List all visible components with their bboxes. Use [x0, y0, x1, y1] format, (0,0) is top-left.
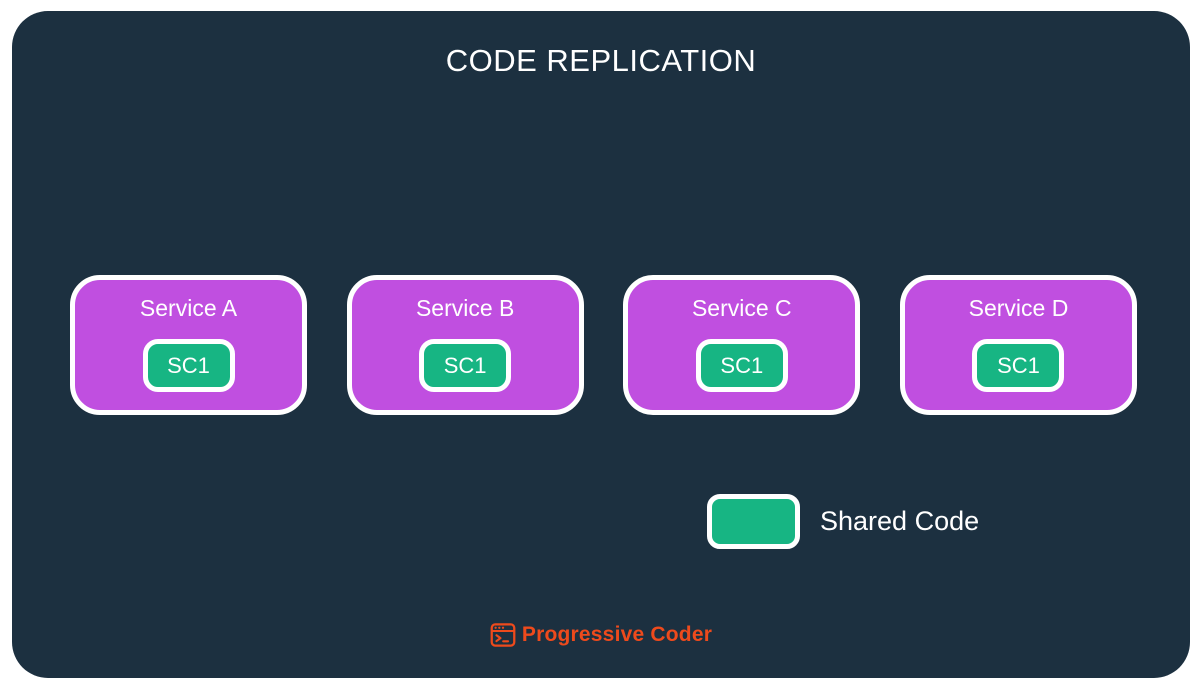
terminal-window-icon: [490, 622, 516, 648]
service-box-b: Service B SC1: [346, 275, 584, 415]
shared-code-chip-label: SC1: [443, 352, 487, 378]
legend-label: Shared Code: [820, 506, 980, 536]
service-box-d: Service D SC1: [899, 275, 1137, 415]
services-row: Service A SC1 Service B SC1 Service C SC…: [70, 275, 1137, 415]
shared-code-chip: SC1: [695, 339, 788, 392]
shared-code-chip-label: SC1: [720, 352, 764, 378]
service-label: Service C: [691, 295, 792, 321]
service-label: Service D: [968, 295, 1069, 321]
shared-code-chip-label: SC1: [997, 352, 1040, 378]
shared-code-chip-label: SC1: [167, 352, 210, 378]
service-box-c: Service C SC1: [623, 275, 861, 415]
diagram-title: CODE REPLICATION: [445, 43, 757, 78]
service-box-a: Service A SC1: [70, 275, 307, 415]
service-label: Service B: [415, 295, 515, 321]
shared-code-chip: SC1: [972, 339, 1065, 392]
shared-code-chip: SC1: [419, 339, 512, 392]
service-label: Service A: [139, 295, 238, 321]
shared-code-swatch: [707, 494, 800, 549]
shared-code-chip: SC1: [142, 339, 235, 392]
legend: Shared Code: [707, 494, 979, 549]
diagram-board: CODE REPLICATION Service A SC1 Service B…: [12, 11, 1190, 678]
brand-name: Progressive Coder: [521, 623, 713, 646]
brand-footer: Progressive Coder: [12, 622, 1190, 648]
